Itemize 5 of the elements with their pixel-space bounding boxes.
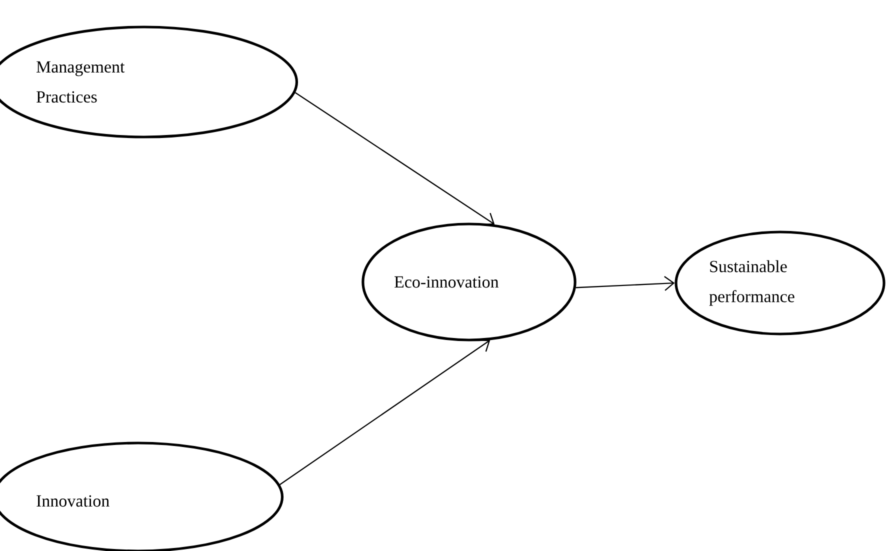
arrow [294,92,495,226]
arrow [280,339,490,486]
arrow [576,276,675,291]
ellipse-node: Eco-innovation [362,222,576,342]
ellipse-node: Sustainable performance [674,230,886,336]
